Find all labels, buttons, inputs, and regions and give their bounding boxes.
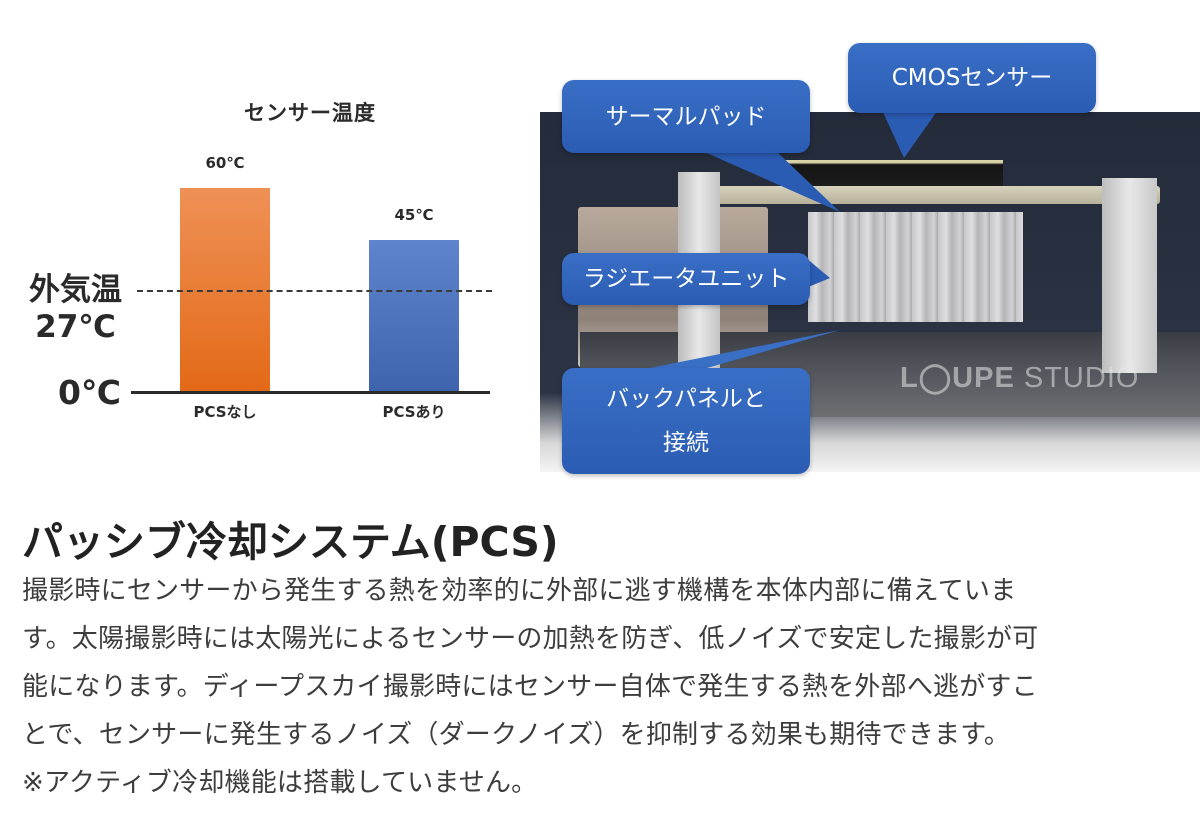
callout-pointer-radiator xyxy=(806,258,830,288)
zero-axis-label: 0℃ xyxy=(58,373,121,412)
callout-radiator-label: ラジエータユニット xyxy=(582,266,790,292)
ambient-temperature-label: 外気温 27℃ xyxy=(18,272,133,346)
category-label-with-pcs: PCSあり xyxy=(382,403,446,421)
radiator-unit-shape xyxy=(808,212,1023,322)
cmos-sensor-shape xyxy=(783,160,1003,186)
description-line: とで、センサーに発生するノイズ（ダークノイズ）を抑制する効果も期待できます。 xyxy=(22,720,1011,750)
description-line: 撮影時にセンサーから発生する熱を効率的に外部に逃す機構を本体内部に備えていま xyxy=(22,576,1017,606)
loupe-studio-watermark: L◯UPE STUDIO xyxy=(900,360,1139,395)
watermark-bold: L◯UPE xyxy=(900,362,1015,394)
chart-title: センサー温度 xyxy=(244,101,376,125)
cooling-system-photo: L◯UPE STUDIO xyxy=(540,112,1200,472)
callout-thermal-pad: サーマルパッド xyxy=(562,80,810,153)
ambient-temperature-line xyxy=(137,290,492,292)
section-heading: パッシブ冷却システム(PCS) xyxy=(22,518,559,566)
bar-value-without-pcs: 60℃ xyxy=(205,154,245,172)
callout-backpanel-connection: バックパネルと 接続 xyxy=(562,368,810,474)
sensor-temperature-chart: センサー温度 60℃ 45℃ 外気温 27℃ 0℃ PCSなし PCSあり xyxy=(0,80,520,440)
callout-radiator-unit: ラジエータユニット xyxy=(562,253,810,305)
callout-thermal-pad-label: サーマルパッド xyxy=(605,103,767,130)
bar-with-pcs xyxy=(369,240,459,392)
callout-cmos-label: CMOSセンサー xyxy=(891,65,1053,91)
category-label-without-pcs: PCSなし xyxy=(193,403,257,421)
standoff-right-shape xyxy=(1102,178,1157,373)
ambient-label-text: 外気温 xyxy=(29,272,122,308)
callout-backpanel-line1: バックパネルと xyxy=(606,386,766,412)
x-axis-baseline xyxy=(131,391,490,394)
note-line: ※アクティブ冷却機能は搭載していません。 xyxy=(22,768,538,798)
watermark-light: STUDIO xyxy=(1014,362,1140,394)
circuit-board-shape xyxy=(680,186,1160,204)
ambient-label-value: 27℃ xyxy=(35,309,116,345)
description-line: 能になります。ディープスカイ撮影時にはセンサー自体で発生する熱を外部へ逃がすこ xyxy=(22,672,1038,702)
callout-pointer-cmos xyxy=(882,110,938,158)
callout-backpanel-line2: 接続 xyxy=(663,430,709,456)
description-line: す。太陽撮影時には太陽光によるセンサーの加熱を防ぎ、低ノイズで安定した撮影が可 xyxy=(22,624,1039,654)
bar-value-with-pcs: 45℃ xyxy=(394,206,434,224)
description-text: 撮影時にセンサーから発生する熱を効率的に外部に逃す機構を本体内部に備えていま す… xyxy=(22,567,1192,807)
callout-cmos-sensor: CMOSセンサー xyxy=(848,43,1096,113)
